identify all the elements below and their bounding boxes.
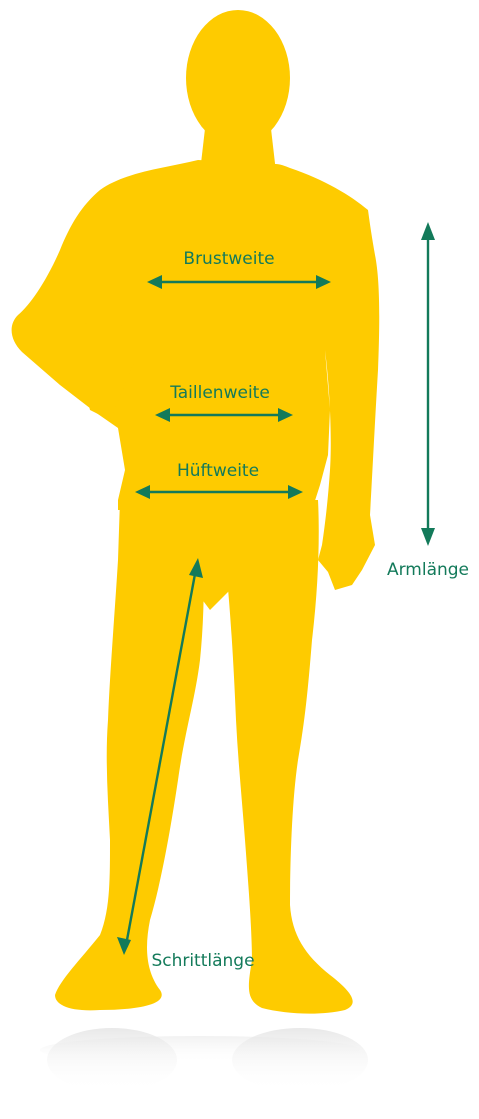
label-armlaenge: Armlänge xyxy=(387,560,469,580)
label-schrittlaenge: Schrittlänge xyxy=(151,951,254,971)
label-brustweite: Brustweite xyxy=(183,249,274,269)
armlaenge-arrow xyxy=(421,222,435,546)
label-taillenweite: Taillenweite xyxy=(169,383,270,403)
floor-reflection xyxy=(40,1028,368,1092)
body-silhouette xyxy=(12,10,380,1014)
label-hueftweite: Hüftweite xyxy=(177,461,259,481)
